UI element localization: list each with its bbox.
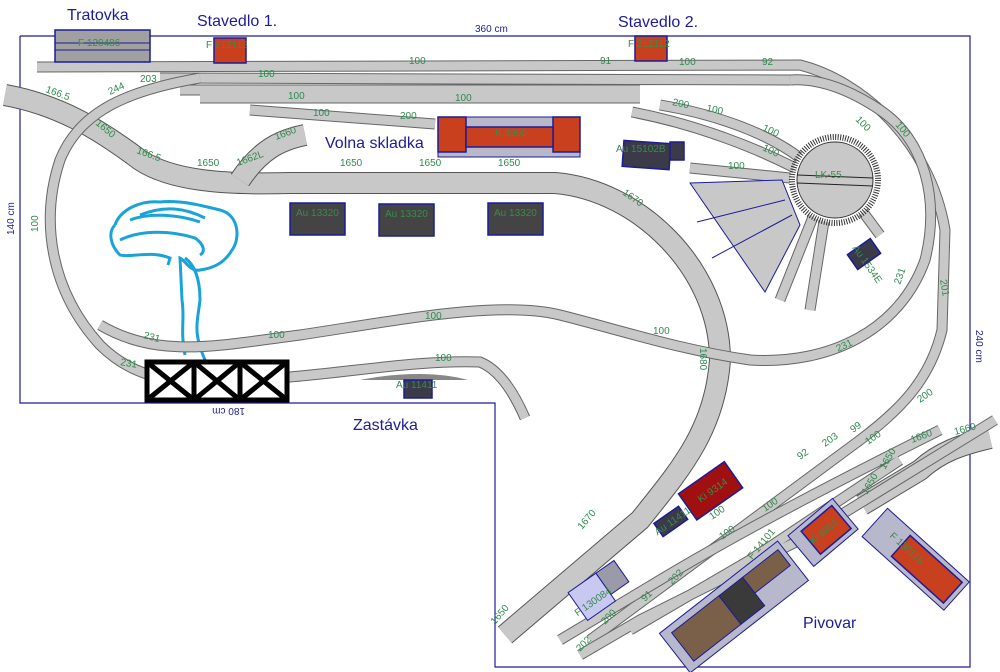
label-tratovka: Tratovka	[67, 7, 129, 24]
track-label: 100	[409, 56, 426, 67]
track-label: 231	[119, 357, 138, 371]
track-label: 100	[435, 353, 452, 364]
track-label: 1650	[498, 158, 521, 169]
building-stavedlo1: F 212112	[206, 37, 248, 64]
turntable-label: LK-55	[815, 170, 842, 181]
track-label: 100	[258, 69, 275, 80]
track-label: 201	[937, 279, 951, 298]
track-label: 100	[455, 93, 472, 104]
building-code: Au 15102B	[616, 144, 666, 155]
building-code: K 9360	[495, 128, 527, 139]
dimension-right: 240 cm	[973, 330, 984, 363]
label-volna-skladka: Volna skladka	[325, 135, 424, 152]
track-label: 100	[679, 57, 696, 68]
building-code: F 212112	[628, 39, 670, 50]
track-label: 92	[795, 447, 811, 463]
track-label: 1650	[419, 158, 442, 169]
building-code: Au 13320	[494, 208, 537, 219]
track-label: 231	[892, 266, 908, 286]
track-label: 1680	[697, 348, 708, 371]
track-label: 100	[268, 330, 285, 341]
track-label: 100	[853, 114, 873, 134]
track-label: 1650	[340, 158, 363, 169]
building-depot: Au 15102B	[616, 139, 685, 171]
building-ki6961: Ki 6961	[787, 497, 859, 568]
garages: Au 13320 Au 13320 Au 13320	[289, 202, 544, 237]
building-f-right: F 130115	[861, 507, 970, 611]
building-pivovar-main	[658, 540, 810, 672]
building-tratovka: F 120486	[54, 29, 151, 63]
building-ki9314: Ki 9314	[677, 460, 744, 522]
label-pivovar: Pivovar	[803, 615, 857, 632]
building-code: F 212112	[206, 40, 248, 51]
building-skladka: K 9360	[437, 116, 581, 158]
building-zastavka: Au 11411	[360, 374, 468, 399]
building-code: F 120486	[78, 38, 121, 49]
track-label: 100	[30, 215, 41, 232]
track-label: 200	[400, 111, 417, 122]
track-label: 231	[142, 330, 161, 345]
river	[109, 200, 239, 361]
dimension-top: 360 cm	[475, 24, 508, 35]
label-stavedlo-2: Stavedlo 2.	[618, 14, 698, 31]
building-code: Au 11411	[396, 380, 438, 391]
track-label: 203	[140, 74, 157, 85]
tracks	[36, 59, 998, 660]
building-stavedlo2: F 212112	[628, 35, 670, 62]
dimension-bottom: 180 cm	[212, 405, 245, 416]
building-au-right: Au 1534E	[846, 237, 884, 286]
label-stavedlo-1: Stavedlo 1.	[197, 13, 277, 30]
track-label: 100	[705, 103, 724, 117]
track-label: 203	[820, 431, 840, 450]
track-label: 100	[313, 108, 330, 119]
track-label: 91	[600, 56, 612, 67]
track-label: 100	[425, 311, 442, 322]
track-label: 1650	[197, 158, 220, 169]
building-f130084: F 130084	[567, 559, 630, 622]
bridge	[144, 359, 290, 403]
dimension-left: 140 cm	[6, 202, 17, 235]
turntable: LK-55	[789, 134, 881, 226]
building-code: Au 13320	[296, 208, 339, 219]
track-label: 100	[653, 326, 670, 337]
track-label: 92	[762, 57, 774, 68]
track-label: 100	[288, 91, 305, 102]
building-code: Au 13320	[385, 209, 428, 220]
label-zastavka: Zastávka	[353, 417, 418, 434]
track-label: 100	[728, 161, 745, 172]
track-label: 200	[671, 97, 690, 111]
track-label: 1670	[576, 507, 599, 531]
board-outline	[19, 35, 971, 668]
roundhouse	[689, 179, 801, 293]
